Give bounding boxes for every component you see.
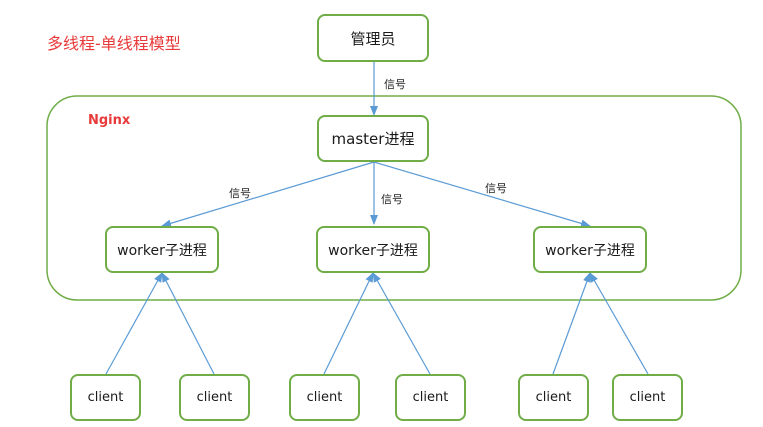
- client-node-3: client: [289, 374, 360, 421]
- nginx-group-label: Nginx: [88, 113, 131, 128]
- arrow-master-to-worker-left: [161, 161, 375, 228]
- arrow-client-3-to-worker-center: [323, 272, 374, 375]
- client-node-6: client: [612, 374, 683, 421]
- client-node-2: client: [179, 374, 250, 421]
- arrow-client-4-to-worker-center: [372, 272, 431, 375]
- worker-process-node-center: worker子进程: [316, 226, 430, 273]
- client-node-5: client: [518, 374, 589, 421]
- arrow-client-2-to-worker-left: [161, 272, 215, 375]
- master-process-node: master进程: [317, 115, 429, 162]
- client-node-1: client: [70, 374, 141, 421]
- arrow-client-6-to-worker-right: [589, 272, 649, 375]
- arrow-master-to-worker-right: [373, 161, 591, 228]
- diagram-title: 多线程-单线程模型: [47, 34, 181, 53]
- admin-node: 管理员: [317, 14, 429, 62]
- arrow-client-1-to-worker-left: [105, 272, 163, 375]
- client-node-4: client: [395, 374, 466, 421]
- signal-label-worker-right: 信号: [485, 182, 507, 195]
- worker-process-node-left: worker子进程: [105, 226, 219, 273]
- signal-label-worker-left: 信号: [229, 187, 251, 200]
- signal-label-admin-master: 信号: [384, 78, 406, 91]
- worker-process-node-right: worker子进程: [533, 226, 647, 273]
- nginx-group-container: [46, 95, 742, 301]
- signal-label-worker-center: 信号: [381, 193, 403, 206]
- arrow-client-5-to-worker-right: [552, 272, 591, 375]
